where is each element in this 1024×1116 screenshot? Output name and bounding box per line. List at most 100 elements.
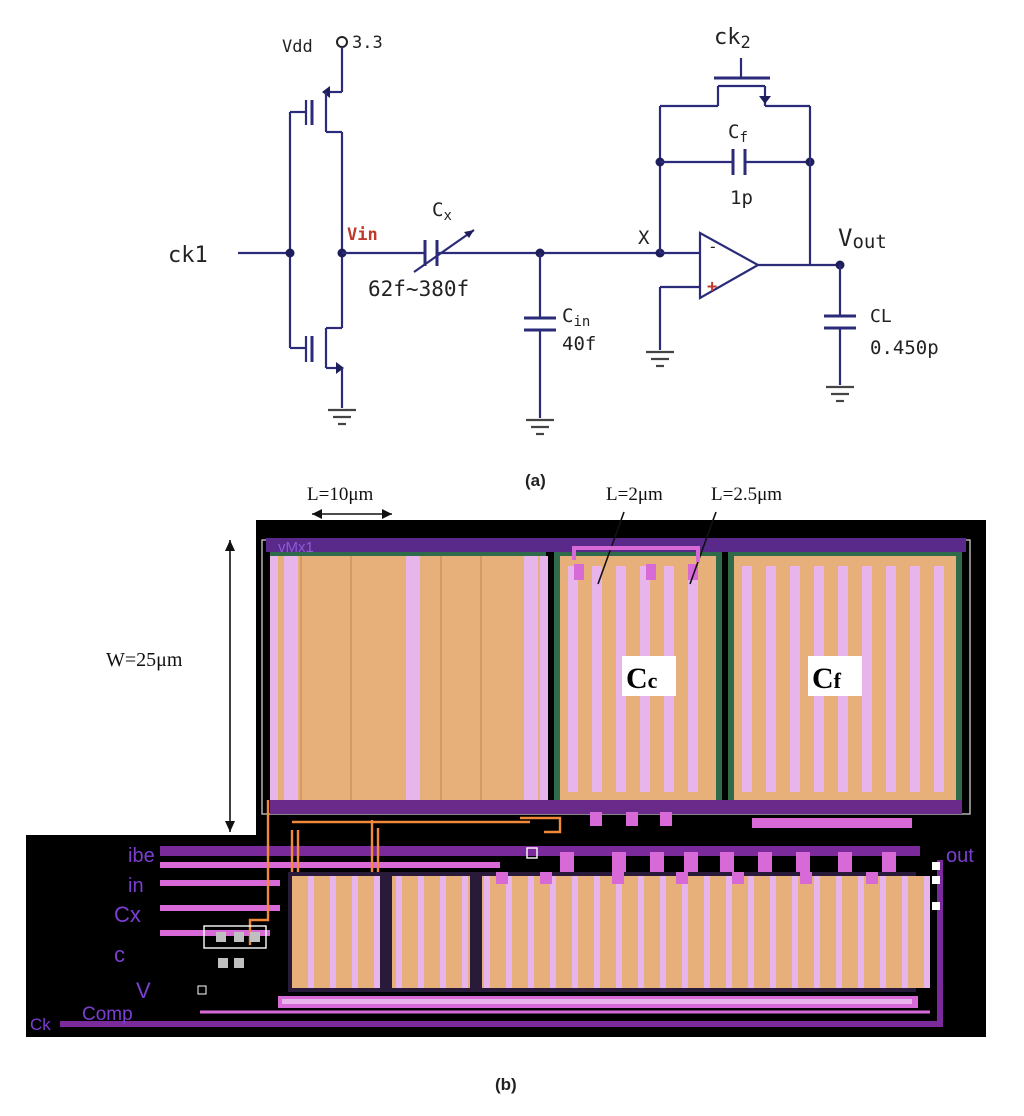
- caption-b: (b): [495, 1075, 517, 1094]
- contact-pad: [612, 852, 626, 872]
- array-gap: [470, 874, 482, 990]
- metal-stripe: [934, 566, 944, 792]
- opamp-plus: +: [707, 277, 717, 297]
- poly-stripe: [534, 876, 550, 988]
- metal-stripe: [352, 876, 358, 988]
- cx-label: Cx: [432, 199, 452, 224]
- metal-stripe: [540, 556, 548, 804]
- ground-icon: [826, 385, 854, 403]
- poly-stripe: [666, 876, 682, 988]
- metal-stripe: [308, 876, 314, 988]
- poly-stripe: [424, 876, 440, 988]
- poly-stripe: [402, 876, 418, 988]
- cin-label: Cin: [562, 305, 590, 330]
- metal-stripe: [284, 556, 298, 804]
- via: [932, 862, 940, 870]
- contact-pad: [590, 812, 602, 826]
- metal-stripe: [862, 566, 872, 792]
- metal-stripe: [484, 876, 490, 988]
- metal-stripe: [550, 876, 556, 988]
- poly-edge: [440, 556, 442, 804]
- cf-label-box: [808, 656, 862, 696]
- metal-stripe: [682, 876, 688, 988]
- poly-stripe: [798, 876, 814, 988]
- vdd-label: Vdd: [282, 37, 313, 57]
- dim-w25: W=25μm: [106, 649, 183, 671]
- contact-pad: [796, 852, 810, 872]
- poly-stripe: [556, 876, 572, 988]
- poly-stripe: [820, 876, 836, 988]
- poly-stripe: [314, 876, 330, 988]
- contact-pad: [838, 852, 852, 872]
- metal-stripe: [688, 566, 698, 792]
- ground-icon: [328, 408, 356, 426]
- metal-stripe: [704, 876, 710, 988]
- poly-stripe: [776, 876, 792, 988]
- ground-icon: [646, 350, 674, 368]
- metal-stripe: [792, 876, 798, 988]
- metal-stripe: [330, 876, 336, 988]
- vdd-value: 3.3: [352, 33, 383, 53]
- x-node-label: X: [638, 227, 650, 249]
- metal-stripe: [374, 876, 380, 988]
- contact-pad: [720, 852, 734, 872]
- opamp: [698, 231, 761, 300]
- metal-stripe: [814, 876, 820, 988]
- contact-pad: [660, 812, 672, 826]
- contact-pad: [626, 812, 638, 826]
- poly-stripe: [512, 876, 528, 988]
- metal-stripe: [770, 876, 776, 988]
- poly-stripe: [490, 876, 506, 988]
- metal-stripe: [462, 876, 468, 988]
- via: [932, 876, 940, 884]
- via: [526, 847, 538, 859]
- metal-stripe: [886, 566, 896, 792]
- metal-stripe: [528, 876, 534, 988]
- pin-c: c: [114, 942, 125, 967]
- variable-arrow-icon: [464, 230, 474, 238]
- metal-stripe: [568, 566, 578, 792]
- metal-stripe: [726, 876, 732, 988]
- metal-stripe: [396, 876, 402, 988]
- metal-stripe: [440, 876, 446, 988]
- caption-a: (a): [525, 471, 546, 490]
- metal-stripe: [660, 876, 666, 988]
- ck1-label: ck1: [168, 243, 208, 268]
- cl-value: 0.450p: [870, 337, 939, 359]
- buffer-box: [203, 925, 267, 949]
- poly-stripe: [754, 876, 770, 988]
- dim-l10: L=10μm: [307, 484, 374, 505]
- poly-stripe: [886, 876, 902, 988]
- vout-label: Vout: [838, 224, 887, 253]
- metal-stripe: [524, 556, 538, 804]
- layout: vMx1 ibe in Cx c V Comp Ck out Cc Cf: [26, 484, 986, 1094]
- metal-stripe: [902, 876, 908, 988]
- contact-pad: [732, 872, 744, 884]
- metal-stripe: [616, 876, 622, 988]
- contact-pad: [688, 564, 698, 580]
- switch-arrow: [759, 96, 771, 104]
- dimension-arrows: [225, 509, 717, 832]
- poly-edge: [480, 556, 482, 804]
- cf-label: Cf: [728, 121, 748, 146]
- dim-l2: L=2μm: [606, 484, 663, 505]
- metal-stripe: [506, 876, 512, 988]
- schematic: [238, 36, 856, 436]
- metal-stripe: [924, 876, 930, 988]
- metal-stripe: [270, 556, 278, 804]
- cc-label: Cc: [626, 662, 658, 695]
- cc-label-box: [622, 656, 676, 696]
- via: [932, 902, 940, 910]
- poly-stripe: [622, 876, 638, 988]
- metal-stripe: [836, 876, 842, 988]
- contact-pad: [752, 818, 912, 828]
- pin-cx: Cx: [114, 902, 141, 927]
- contact-pad: [882, 852, 896, 872]
- contact-pad: [496, 872, 508, 884]
- metal-stripe: [406, 556, 420, 804]
- pin-ck: Ck: [30, 1015, 51, 1034]
- cf-layout-label: Cf: [812, 662, 842, 695]
- contact-pad: [540, 872, 552, 884]
